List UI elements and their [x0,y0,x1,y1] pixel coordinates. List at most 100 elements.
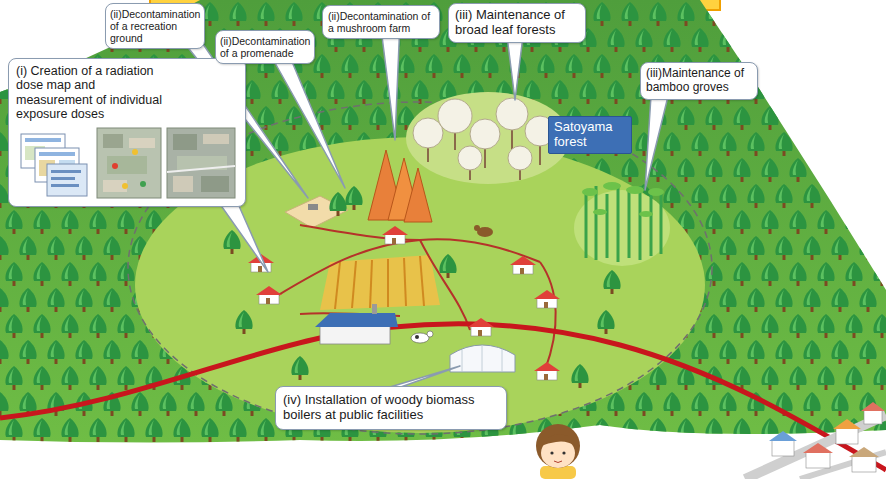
promenade-trees [345,186,362,210]
bamboo-grove [626,186,644,194]
broad-leaf-forest [413,98,555,170]
bamboo-grove [660,190,663,254]
crop-field [370,260,372,308]
bamboo-grove [574,190,670,266]
bamboo-grove [582,188,598,196]
biomass-boiler-facility [462,345,502,372]
dose-map-images [51,170,81,173]
label-box: Satoyama forest [548,116,632,154]
mountain [0,0,886,443]
barn [315,304,398,344]
callout-box: (iii)Maintenance of bamboo groves [640,62,758,100]
callout-box: (iv) Installation of woody biomass boile… [275,386,507,430]
dose-map-images [103,180,127,192]
village-paths [270,225,556,370]
dose-map-images [167,166,235,172]
bamboo-grove [603,182,621,190]
bamboo-grove [574,182,670,266]
cow [427,331,433,337]
bamboo-grove [586,184,661,262]
dose-map-images [173,176,193,192]
bamboo-grove [585,192,588,258]
bamboo-grove [595,186,598,260]
main-road [0,324,886,470]
town [861,402,885,411]
cow [411,333,429,343]
cow [411,331,433,343]
town [772,440,794,456]
houses [256,286,282,304]
houses [510,256,536,274]
village-trees [291,356,308,380]
callout-box: (ii)Decontamination of a mushroom farm [322,5,440,39]
bamboo-grove [617,184,620,262]
village-paths [270,239,540,300]
crop-field [335,262,340,309]
dose-map-images [51,177,75,180]
crop-field [404,258,406,306]
biomass-boiler-facility [450,345,515,372]
dose-map-images [112,163,118,169]
callout-text: (ii)Decontamination of a promenade [220,35,310,59]
houses [248,226,560,380]
bamboo-grove [648,188,664,196]
crop-field [320,255,440,310]
dose-map-images [51,184,79,187]
dose-map-images [140,181,146,187]
broad-leaf-forest [413,118,443,148]
village-paths [540,262,556,370]
person [541,434,576,446]
dose-map-images [203,134,229,144]
dose-map-images [173,134,197,150]
callout-text: (ii)Decontamination of a mushroom farm [328,10,434,34]
dose-map-images [47,164,87,196]
broad-leaf-forest [496,98,528,130]
houses [534,290,560,308]
town [745,415,886,479]
broad-leaf-forest [470,119,500,149]
dose-map-images [107,156,147,174]
callout-text: (iii)Maintenance of bamboo groves [646,67,752,95]
town [769,431,797,441]
town [852,456,876,472]
bamboo-grove [593,209,607,215]
callout-text: (ii)Decontamination of a recreation grou… [110,8,200,44]
town [836,428,858,444]
crop-field [320,255,440,310]
person [536,424,580,479]
dose-map-images [201,176,229,192]
bamboo-grove [582,182,664,217]
town [864,410,882,424]
mountain [0,0,886,443]
biomass-boiler-facility [450,345,515,372]
dose-map-images [132,149,138,155]
bird [474,225,480,231]
town [833,419,861,429]
mountain [0,0,886,443]
bamboo-grove [639,211,653,217]
village-trees [223,230,240,254]
recreation-ground [308,204,318,210]
bamboo-grove [650,194,653,256]
bamboo-grove [639,186,642,260]
town [803,443,833,453]
promenade-trees [329,192,346,216]
dose-map-images [25,138,61,142]
area-label: Satoyama forest [554,120,626,150]
crop-field [420,256,424,306]
village-trees [597,310,614,334]
town [849,447,879,457]
promenade-trees [329,186,362,216]
village-trees [223,230,620,388]
dose-map-images [39,152,75,156]
village-trees [235,310,252,334]
person [536,424,580,468]
broad-leaf-forest [458,146,482,170]
dose-map-images [122,183,128,189]
barn [372,304,377,314]
village-paths [420,240,470,330]
mushroom-farm [404,168,432,222]
dose-map-images [167,128,235,198]
village-trees [603,270,620,294]
bamboo-grove [606,194,609,258]
